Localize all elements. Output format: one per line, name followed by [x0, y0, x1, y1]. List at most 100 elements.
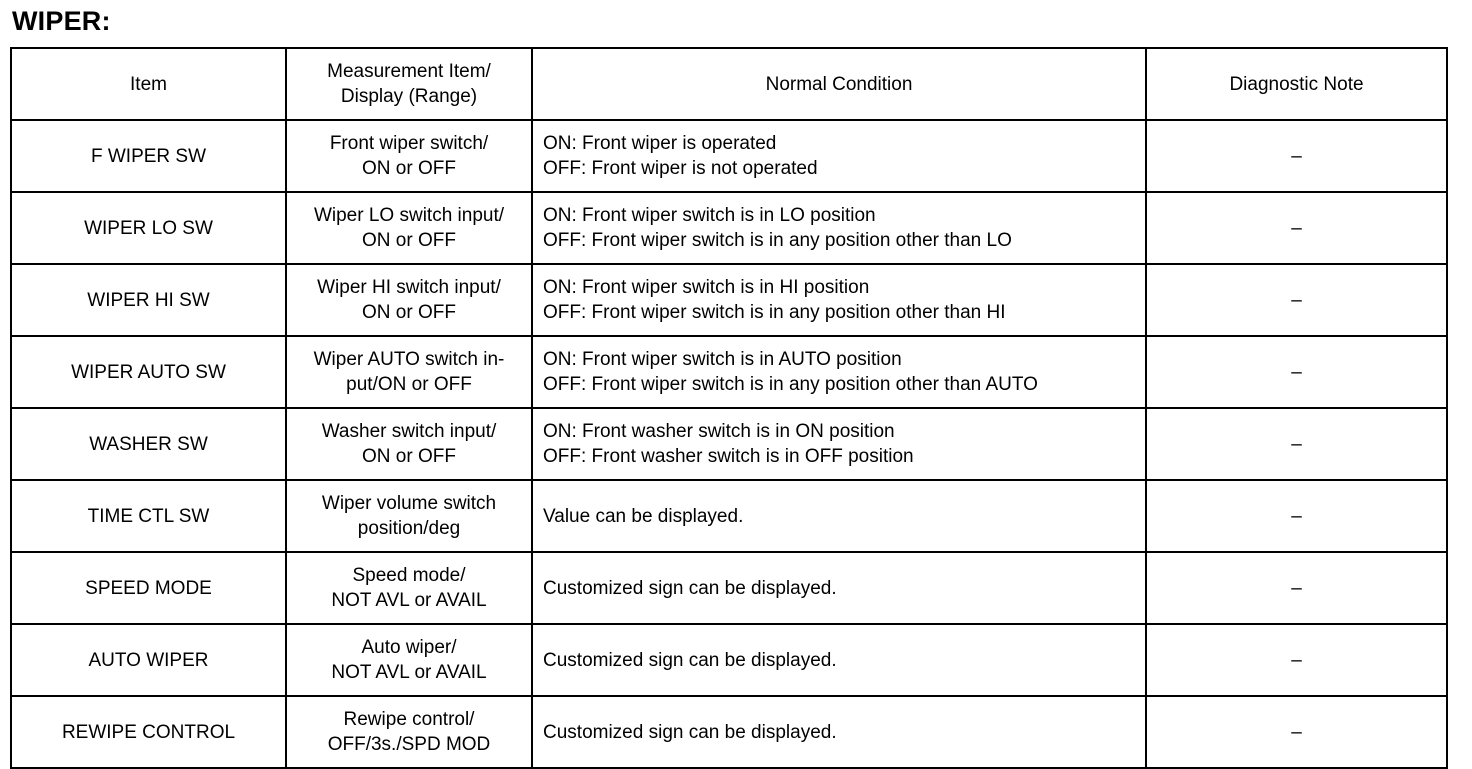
dash-glyph: –: [1291, 721, 1302, 743]
cell-measurement-line-1: Rewipe control/: [343, 709, 475, 730]
cell-normal-condition: Customized sign can be displayed.: [531, 695, 1147, 769]
cell-diagnostic-note: –: [1145, 551, 1448, 625]
cell-measurement-line-1: Washer switch input/: [321, 421, 497, 442]
cell-diagnostic-note: –: [1145, 623, 1448, 697]
cell-measurement-line-2: position/deg: [357, 518, 461, 539]
cell-measurement-line-2: ON or OFF: [362, 302, 456, 323]
wiper-data-monitor-table: Item Measurement Item/ Display (Range) N…: [10, 47, 1448, 769]
dash-glyph: –: [1291, 505, 1302, 527]
cell-normal-condition-line-2: OFF: Front washer switch is in OFF posit…: [543, 446, 914, 467]
column-header-item-line-1: Item: [130, 73, 167, 95]
cell-measurement-line-1: Wiper volume switch: [321, 493, 497, 514]
cell-normal-condition-line-2: OFF: Front wiper is not operated: [543, 158, 818, 179]
cell-normal-condition: ON: Front wiper switch is in LO position…: [531, 191, 1147, 265]
cell-normal-condition-line-1: Customized sign can be displayed.: [543, 577, 837, 599]
spec-table-container: Item Measurement Item/ Display (Range) N…: [10, 47, 1448, 769]
cell-measurement-line-1: Wiper LO switch input/: [313, 205, 505, 226]
cell-measurement: Wiper LO switch input/ ON or OFF: [285, 191, 533, 265]
table-row: WIPER HI SW Wiper HI switch input/ ON or…: [10, 263, 1448, 337]
cell-normal-condition-line-1: Customized sign can be displayed.: [543, 721, 837, 743]
column-header-diagnostic-note: Diagnostic Note: [1145, 47, 1448, 121]
document-page: WIPER: Item Measurement I: [10, 6, 1448, 769]
cell-normal-condition-line-1: ON: Front wiper switch is in HI position: [543, 277, 870, 298]
cell-normal-condition-line-2: OFF: Front wiper switch is in any positi…: [543, 302, 1006, 323]
dash-glyph: –: [1291, 217, 1302, 239]
cell-normal-condition: ON: Front wiper is operated OFF: Front w…: [531, 119, 1147, 193]
cell-measurement: Wiper volume switch position/deg: [285, 479, 533, 553]
cell-measurement-line-2: OFF/3s./SPD MOD: [327, 734, 491, 755]
table-row: SPEED MODE Speed mode/ NOT AVL or AVAIL …: [10, 551, 1448, 625]
table-row: TIME CTL SW Wiper volume switch position…: [10, 479, 1448, 553]
cell-normal-condition: ON: Front wiper switch is in HI position…: [531, 263, 1147, 337]
table-row: F WIPER SW Front wiper switch/ ON or OFF…: [10, 119, 1448, 193]
cell-diagnostic-note: –: [1145, 695, 1448, 769]
cell-measurement-line-2: ON or OFF: [362, 230, 456, 251]
cell-diagnostic-note: –: [1145, 191, 1448, 265]
column-header-normal-condition-lines: Normal Condition: [533, 72, 1145, 97]
cell-measurement-line-2: put/ON or OFF: [346, 374, 472, 395]
column-header-measurement: Measurement Item/ Display (Range): [285, 47, 533, 121]
cell-diagnostic-note: –: [1145, 263, 1448, 337]
cell-measurement: Rewipe control/ OFF/3s./SPD MOD: [285, 695, 533, 769]
dash-glyph: –: [1291, 361, 1302, 383]
table-row: REWIPE CONTROL Rewipe control/ OFF/3s./S…: [10, 695, 1448, 769]
cell-measurement-line-2: NOT AVL or AVAIL: [331, 590, 487, 611]
cell-item: F WIPER SW: [10, 119, 287, 193]
cell-item: REWIPE CONTROL: [10, 695, 287, 769]
cell-measurement-line-1: Speed mode/: [352, 565, 466, 586]
column-header-diagnostic-note-lines: Diagnostic Note: [1147, 72, 1446, 97]
cell-measurement: Front wiper switch/ ON or OFF: [285, 119, 533, 193]
cell-measurement-line-2: ON or OFF: [362, 446, 456, 467]
cell-normal-condition: ON: Front wiper switch is in AUTO positi…: [531, 335, 1147, 409]
table-body: F WIPER SW Front wiper switch/ ON or OFF…: [10, 119, 1448, 769]
table-row: WASHER SW Washer switch input/ ON or OFF…: [10, 407, 1448, 481]
table-row: AUTO WIPER Auto wiper/ NOT AVL or AVAIL …: [10, 623, 1448, 697]
cell-measurement-line-2: NOT AVL or AVAIL: [331, 662, 487, 683]
cell-item: TIME CTL SW: [10, 479, 287, 553]
table-row: WIPER LO SW Wiper LO switch input/ ON or…: [10, 191, 1448, 265]
cell-measurement: Wiper HI switch input/ ON or OFF: [285, 263, 533, 337]
dash-glyph: –: [1291, 433, 1302, 455]
column-header-item: Item: [10, 47, 287, 121]
table-header-row: Item Measurement Item/ Display (Range) N…: [10, 47, 1448, 121]
cell-measurement-line-1: Wiper AUTO switch in-: [313, 349, 505, 370]
cell-measurement-line-1: Wiper HI switch input/: [317, 277, 501, 298]
cell-normal-condition-line-2: OFF: Front wiper switch is in any positi…: [543, 230, 1012, 251]
dash-glyph: –: [1291, 145, 1302, 167]
cell-normal-condition-line-1: ON: Front washer switch is in ON positio…: [543, 421, 895, 442]
cell-item: WIPER AUTO SW: [10, 335, 287, 409]
cell-normal-condition: ON: Front washer switch is in ON positio…: [531, 407, 1147, 481]
cell-normal-condition-line-1: ON: Front wiper switch is in LO position: [543, 205, 876, 226]
cell-measurement-line-1: Front wiper switch/: [329, 133, 489, 154]
cell-normal-condition-line-1: Customized sign can be displayed.: [543, 649, 837, 671]
cell-normal-condition: Customized sign can be displayed.: [531, 623, 1147, 697]
column-header-normal-condition-line-1: Normal Condition: [765, 73, 913, 95]
cell-item: WIPER LO SW: [10, 191, 287, 265]
page-title: WIPER:: [12, 6, 111, 36]
cell-diagnostic-note: –: [1145, 119, 1448, 193]
cell-normal-condition-line-1: Value can be displayed.: [543, 505, 744, 527]
column-header-diagnostic-note-line-1: Diagnostic Note: [1229, 73, 1364, 95]
cell-measurement: Auto wiper/ NOT AVL or AVAIL: [285, 623, 533, 697]
cell-normal-condition-line-1: ON: Front wiper switch is in AUTO positi…: [543, 349, 902, 370]
cell-diagnostic-note: –: [1145, 335, 1448, 409]
cell-measurement: Washer switch input/ ON or OFF: [285, 407, 533, 481]
cell-measurement-line-2: ON or OFF: [362, 158, 456, 179]
cell-item: WIPER HI SW: [10, 263, 287, 337]
dash-glyph: –: [1291, 289, 1302, 311]
column-header-measurement-line-2: Display (Range): [340, 86, 478, 107]
cell-normal-condition: Customized sign can be displayed.: [531, 551, 1147, 625]
dash-glyph: –: [1291, 649, 1302, 671]
table-header: Item Measurement Item/ Display (Range) N…: [10, 47, 1448, 121]
cell-measurement: Speed mode/ NOT AVL or AVAIL: [285, 551, 533, 625]
cell-item: AUTO WIPER: [10, 623, 287, 697]
column-header-normal-condition: Normal Condition: [531, 47, 1147, 121]
cell-diagnostic-note: –: [1145, 479, 1448, 553]
cell-item: SPEED MODE: [10, 551, 287, 625]
cell-measurement-line-1: Auto wiper/: [361, 637, 457, 658]
table-row: WIPER AUTO SW Wiper AUTO switch in- put/…: [10, 335, 1448, 409]
cell-item: WASHER SW: [10, 407, 287, 481]
cell-normal-condition: Value can be displayed.: [531, 479, 1147, 553]
cell-normal-condition-line-2: OFF: Front wiper switch is in any positi…: [543, 374, 1038, 395]
column-header-measurement-line-1: Measurement Item/: [327, 61, 491, 82]
